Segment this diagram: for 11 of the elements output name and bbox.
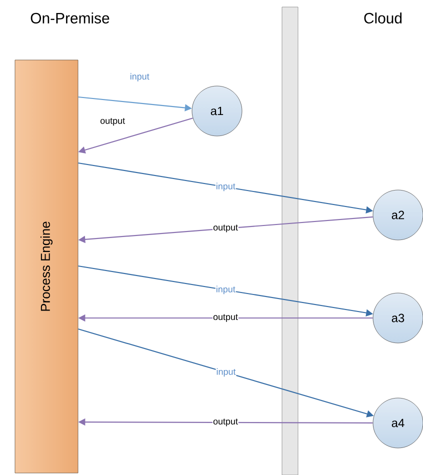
edge-label: input <box>130 73 150 82</box>
process-box: Process Engine <box>14 60 78 474</box>
edge-label: output <box>213 314 238 322</box>
region-heading: On-Premise <box>30 12 110 24</box>
region-heading: Cloud <box>364 12 402 24</box>
edge-label: output <box>213 418 238 426</box>
edge-label: input <box>216 368 236 377</box>
edge-label: input <box>216 182 236 192</box>
edge-label: output <box>100 118 125 126</box>
edge-label: input <box>216 286 236 294</box>
edge-label: output <box>213 224 238 232</box>
